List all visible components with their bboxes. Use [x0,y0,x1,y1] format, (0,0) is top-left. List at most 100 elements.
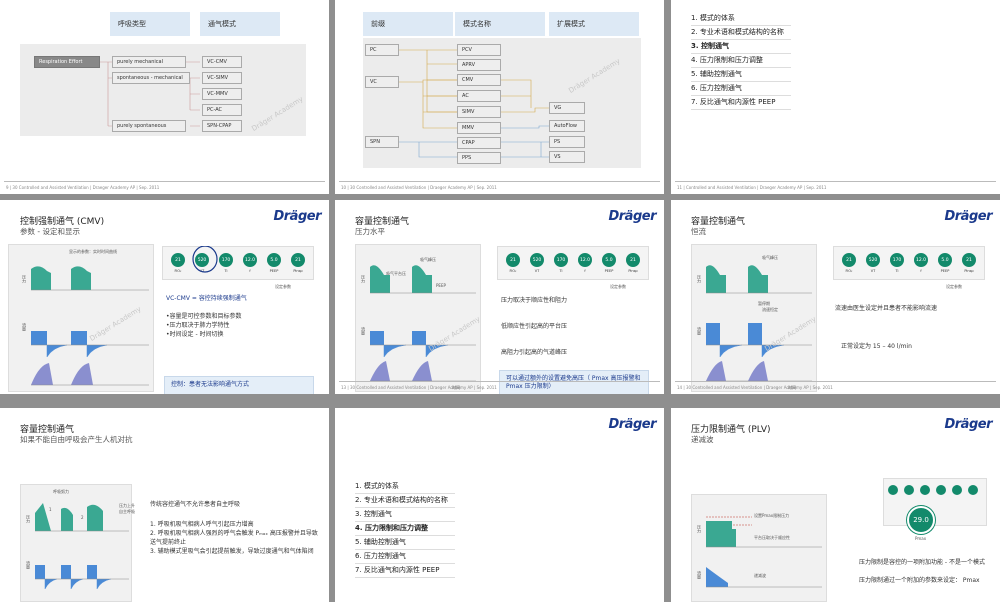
slide-agenda-2[interactable]: Dräger 1. 模式的体系 2. 专业术语和模式结构的名称 3. 控制通气 … [335,408,664,602]
dial-f[interactable]: 12.0 [243,253,257,267]
node-pc-ac: PC-AC [202,104,242,116]
dial-ti[interactable]: 170 [890,253,904,267]
dial-pinsp[interactable]: 21 [291,253,305,267]
agenda-item-active: 4. 压力限制和压力调整 [355,522,455,536]
pressure-waveform [706,516,822,588]
dial-label: FiO₂ [509,269,517,273]
plateau-compliance-note: 平台压取决于顺应性 [754,535,790,540]
slide-mode-naming[interactable]: 前缀 模式名称 扩展模式 PC VC SPN PCV APRV CMV AC S… [335,0,664,194]
pmax-limit-note: 设置Pmax限制压力 [754,513,790,518]
dial-label: f [920,269,922,273]
dial[interactable] [920,485,930,495]
dial-peep[interactable]: 5.0 [602,253,616,267]
dial-label: f [584,269,586,273]
slide-vc-pressure[interactable]: 容量控制通气 压力水平 Dräger 吸气峰压 吸气平台压 PEEP 压力 流量… [335,200,664,394]
parameter-panel [883,478,987,526]
dial-label: f [249,269,251,273]
dial-f[interactable]: 12.0 [914,253,928,267]
dial[interactable] [936,485,946,495]
node-vc-simv: VC-SIMV [202,72,242,84]
slide-subtitle: 参数 - 设定和显示 [20,227,80,236]
dial-fio2[interactable]: 21 [171,253,185,267]
mapping-connectors [399,49,549,158]
dial[interactable] [888,485,898,495]
pressure-waveform [31,266,149,386]
flow-text-2: 正常设定为 15 – 40 l/min [841,343,912,350]
header-extension: 扩展模式 [549,12,639,36]
dial-fio2[interactable]: 21 [842,253,856,267]
list-item: 1. 呼吸机吸气相病人呼气引起压力增高 [150,521,254,528]
pmax-dial[interactable]: 29.0 [907,506,935,534]
slide-agenda-1[interactable]: 1. 模式的体系 2. 专业术语和模式结构的名称 3. 控制通气 4. 压力限制… [671,0,1000,194]
node-purely-spont: purely spontaneous [112,120,186,132]
dial-vt[interactable]: 520 [530,253,544,267]
draeger-logo: Dräger [944,417,992,432]
dial-pinsp[interactable]: 21 [626,253,640,267]
flow-text-1: 流速由医生设定并且患者不能影响流速 [835,305,938,312]
slide-footer: 13 | 30 Controlled and Assisted Ventilat… [341,385,497,390]
pressure-waveform [706,265,812,382]
footer-divider [339,181,660,182]
bullet-list: •容量是可控参数和目标参数 •压力取决于肺力学特性 •时间设定 - 时间切换 [166,312,242,339]
slide-plv[interactable]: 压力限制通气 (PLV) 递减波 Dräger 设置Pmax限制压力 平台压取决… [671,408,1000,602]
agenda-item: 1. 模式的体系 [691,12,791,26]
tree-connectors [100,61,200,127]
set-params-label: 设定参数 [610,284,626,289]
slide-title: 容量控制通气 [355,217,410,227]
axis-flow: 流量 [361,327,366,335]
node-respiration-effort: Respiration Effort [34,56,100,68]
pressure-waveform [35,503,129,590]
node-simv: SIMV [457,106,501,118]
dial-pinsp[interactable]: 21 [962,253,976,267]
dial-vt[interactable]: 520 [195,253,209,267]
dial-label: Ti [224,269,228,273]
slide-cmv-params[interactable]: 控制强制通气 (CMV) 参数 - 设定和显示 Dräger 显示的参数：实时时… [0,200,329,394]
dial[interactable] [952,485,962,495]
header-breath-type: 呼吸类型 [110,12,190,36]
slide-breath-types[interactable]: 呼吸类型 通气模式 Respiration Effort purely mech… [0,0,329,194]
dial-ti[interactable]: 170 [219,253,233,267]
agenda-item-active: 3. 控制通气 [691,40,791,54]
dial-vt[interactable]: 520 [866,253,880,267]
dial-label: FiO₂ [845,269,853,273]
marker-2: 2 [81,515,84,520]
footer-divider [4,181,325,182]
agenda-list: 1. 模式的体系 2. 专业术语和模式结构的名称 3. 控制通气 4. 压力限制… [355,480,455,578]
parameter-panel: 21 520 170 12.0 5.0 21 FiO₂ VT Ti f PEEP… [162,246,314,280]
dial-peep[interactable]: 5.0 [938,253,952,267]
slide-title: 压力限制通气 (PLV) [691,425,771,435]
dial[interactable] [968,485,978,495]
node-vc: VC [365,76,399,88]
list-item: 3. 辅助模式里吸气会引起提前触发，导致过度通气和气体陷闭 [150,548,314,555]
dial-label: VT [870,269,876,273]
node-cmv: CMV [457,74,501,86]
draeger-logo: Dräger [608,209,656,224]
slide-footer: 9 | 30 Controlled and Assisted Ventilati… [6,185,160,190]
plv-text-2: 压力限制通过一个附加的参数来设定： Pmax [859,577,980,584]
dial-ti[interactable]: 170 [554,253,568,267]
slide-patient-ventilator-asynchrony[interactable]: 容量控制通气 如果不能自由呼吸会产生人机对抗 呼吸努力 压力上升 自主呼吸 1 … [0,408,329,602]
effort-note: 呼吸努力 [53,489,69,494]
set-params-label: 设定参数 [275,284,291,289]
node-vc-mmv: VC-MMV [202,88,242,100]
agenda-item: 5. 辅助控制通气 [355,536,455,550]
slide-vc-constant-flow[interactable]: 容量控制通气 恒流 Dräger 吸气峰压 流速恒定 暂停期 压力 流量 时间 … [671,200,1000,394]
dial-fio2[interactable]: 21 [506,253,520,267]
dial-label: Pinsp [964,269,974,273]
control-callout: 控制：患者无法影响通气方式 [164,376,314,394]
axis-flow: 流量 [697,571,702,579]
parameter-panel: 21 520 170 12.0 5.0 21 FiO₂ VT Ti f PEEP… [833,246,985,280]
agenda-item: 2. 专业术语和模式结构的名称 [355,494,455,508]
pressure-line-1: 压力取决于顺应性和阻力 [501,297,568,304]
header-prefix: 前缀 [363,12,453,36]
peep-note: PEEP [436,283,446,288]
axis-flow: 流量 [26,561,31,569]
node-cpap: CPAP [457,137,501,149]
dial[interactable] [904,485,914,495]
chart-caption: 显示的参数：实时时间曲线 [69,249,117,254]
dial-f[interactable]: 12.0 [578,253,592,267]
axis-pressure: 压力 [697,525,702,533]
axis-pressure: 压力 [26,515,31,523]
dial-peep[interactable]: 5.0 [267,253,281,267]
slide-footer: 14 | 30 Controlled and Assisted Ventilat… [677,385,833,390]
